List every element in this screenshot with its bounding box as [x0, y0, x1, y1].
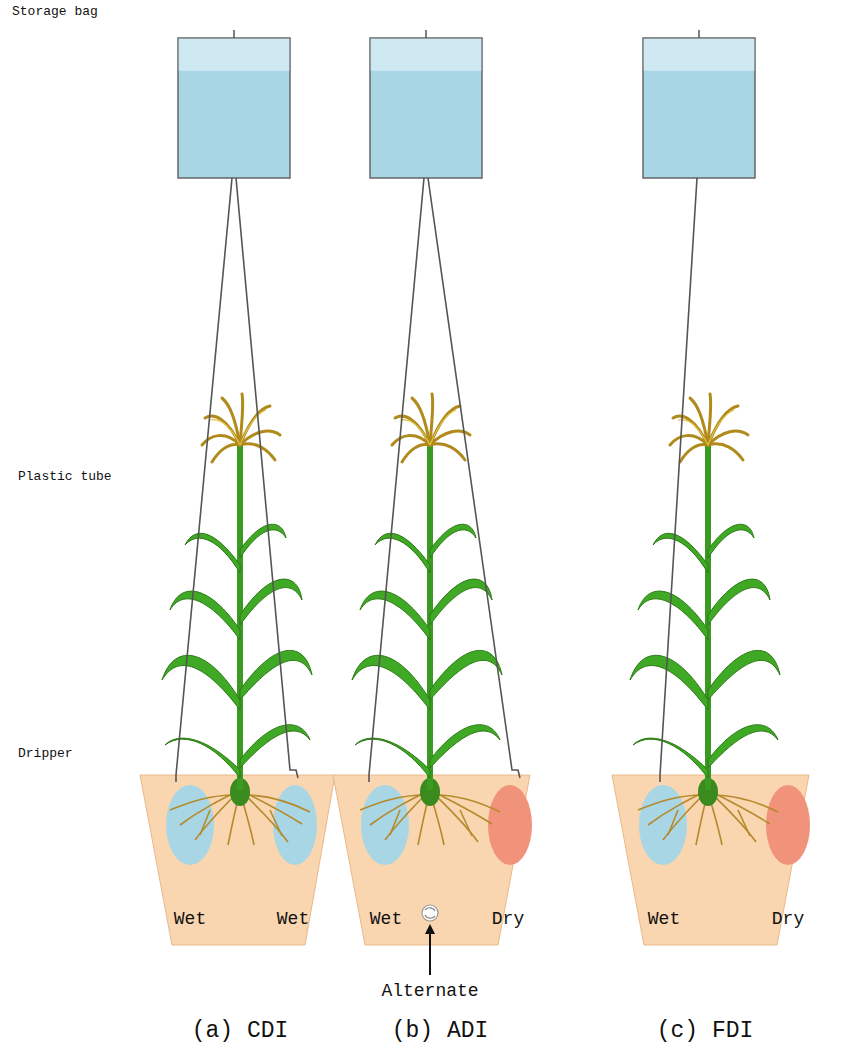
zone-label: Dry — [772, 910, 804, 928]
panel-caption: (b) ADI — [392, 1020, 489, 1043]
panel-caption: (c) FDI — [657, 1020, 754, 1043]
note: Alternate — [381, 982, 478, 1000]
zone-label: Wet — [174, 910, 206, 928]
zone-label: Wet — [277, 910, 309, 928]
zone-label: Dry — [492, 910, 524, 928]
part-name: Dripper — [18, 747, 73, 760]
panel-caption: (a) CDI — [192, 1020, 289, 1043]
part-name: Storage bag — [12, 5, 98, 18]
zone-label: Wet — [370, 910, 402, 928]
alternate-symbol — [422, 905, 438, 975]
part-name: Plastic tube — [18, 470, 112, 483]
zone-label: Wet — [648, 910, 680, 928]
